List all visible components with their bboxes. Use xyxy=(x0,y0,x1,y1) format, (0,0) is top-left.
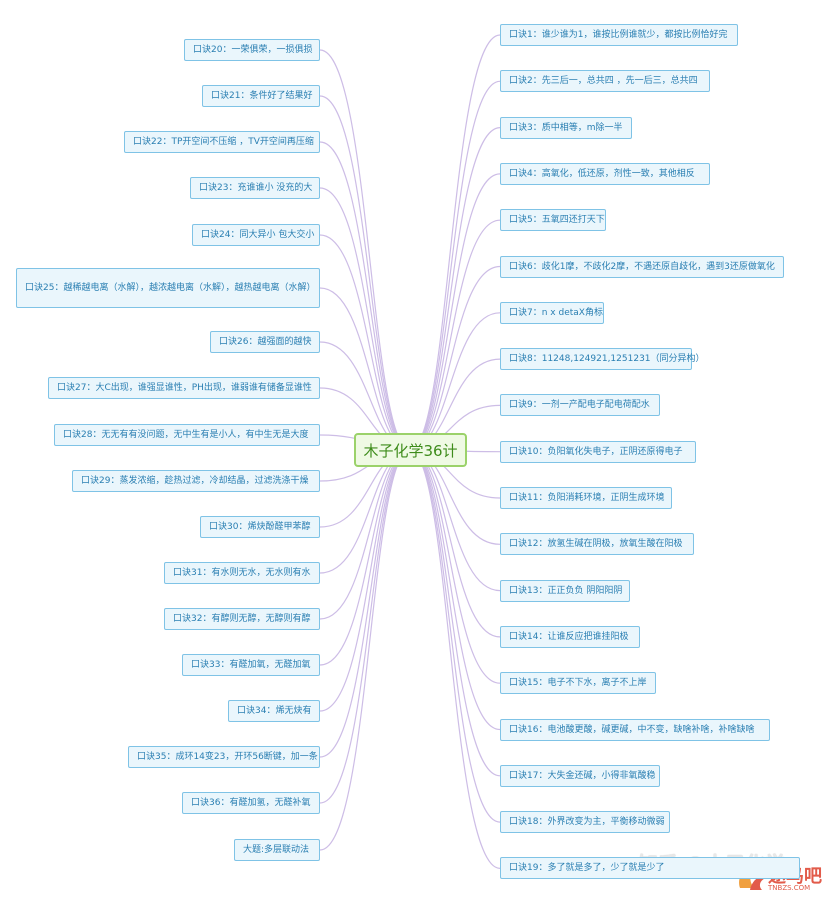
connector-line xyxy=(409,449,501,823)
connector-line xyxy=(319,287,411,451)
left-branch-node[interactable]: 口诀26：越强面的越快 xyxy=(210,331,320,353)
right-branch-node[interactable]: 口诀10：负阳氧化失电子，正阴还原得电子 xyxy=(500,440,696,463)
right-branch-node[interactable]: 口诀4：高氧化，低还原，剂性一致，其他相反 xyxy=(500,162,710,185)
connector-line xyxy=(319,449,411,620)
connector-line xyxy=(319,49,411,451)
right-branch-node[interactable]: 口诀14：让谁反应把谁挂阳极 xyxy=(500,625,640,648)
connector-line xyxy=(409,173,501,451)
connector-line xyxy=(409,219,501,451)
left-branch-node[interactable]: 口诀27：大C出现，谁强显谁性，PH出现，谁弱谁有储备显谁性 xyxy=(48,377,320,399)
connector-line xyxy=(409,449,501,869)
right-branch-node[interactable]: 口诀16：电池酸更酸，碱更碱，中不变，缺啥补啥，补啥缺啥 xyxy=(500,718,770,741)
connector-line xyxy=(319,187,411,451)
connector-line xyxy=(319,449,411,804)
site-url-watermark: TNBZS.COM xyxy=(768,884,811,892)
right-branch-node[interactable]: 口诀7：n x detaX角标 xyxy=(500,301,604,324)
right-branch-node[interactable]: 口诀17：大失金还碱，小得非氧酸稳 xyxy=(500,764,660,787)
connector-line xyxy=(409,265,501,451)
right-branch-node[interactable]: 口诀15：电子不下水，离子不上岸 xyxy=(500,672,656,695)
right-branch-node[interactable]: 口诀3：质中相等，m除一半 xyxy=(500,116,632,139)
right-branch-node[interactable]: 口诀6：歧化1摩，不歧化2摩，不遇还原自歧化，遇到3还原做氧化 xyxy=(500,255,784,278)
connector-line xyxy=(409,449,501,684)
central-topic[interactable]: 木子化学36计 xyxy=(354,433,467,467)
right-branch-node[interactable]: 口诀8：11248,124921,1251231（同分异构） xyxy=(500,348,705,371)
left-branch-node[interactable]: 口诀24：同大异小 包大交小 xyxy=(192,224,320,246)
left-branch-node[interactable]: 口诀29：蒸发浓缩，趁热过滤，冷却结晶，过滤洗涤干燥 xyxy=(72,470,320,492)
right-branch-node[interactable]: 口诀12：放氢生碱在阴极，放氧生酸在阳极 xyxy=(500,533,694,556)
left-branch-node[interactable]: 大题:多层联动法 xyxy=(234,839,320,861)
connector-line xyxy=(319,95,411,451)
left-branch-node[interactable]: 口诀33：有醛加氧，无醛加氧 xyxy=(182,654,320,676)
left-branch-node[interactable]: 口诀28：无无有有没问题，无中生有是小人，有中生无是大度 xyxy=(54,424,320,446)
left-branch-node[interactable]: 口诀21：条件好了结果好 xyxy=(202,85,320,107)
connector-line xyxy=(409,34,501,451)
left-branch-node[interactable]: 口诀31：有水则无水，无水则有水 xyxy=(164,562,320,584)
right-branch-node[interactable]: 口诀5：五氧四还打天下 xyxy=(500,209,606,232)
left-branch-node[interactable]: 口诀20：一荣俱荣，一损俱损 xyxy=(184,39,320,61)
connector-line xyxy=(409,449,501,592)
connector-line xyxy=(319,449,411,851)
left-branch-node[interactable]: 口诀23：充谁谁小 没充的大 xyxy=(190,177,320,199)
right-branch-node[interactable]: 口诀13：正正负负 阴阳阳阴 xyxy=(500,579,630,602)
left-branch-node[interactable]: 口诀36：有醛加氢，无醛补氧 xyxy=(182,792,320,814)
left-branch-node[interactable]: 口诀35：成环14变23，开环56断键，加一条 xyxy=(128,746,320,768)
left-branch-node[interactable]: 口诀25：越稀越电离（水解），越浓越电离（水解），越热越电离（水解） xyxy=(16,268,320,308)
left-branch-node[interactable]: 口诀32：有醇则无醇，无醇则有醇 xyxy=(164,608,320,630)
right-branch-node[interactable]: 口诀9：一剂一产配电子配电荷配水 xyxy=(500,394,660,417)
right-branch-node[interactable]: 口诀11：负阳消耗环境，正阴生成环境 xyxy=(500,487,672,509)
connector-line xyxy=(319,449,411,666)
left-branch-node[interactable]: 口诀34：烯无炔有 xyxy=(228,700,320,722)
left-branch-node[interactable]: 口诀30：烯炔酚醛甲苯醇 xyxy=(200,516,320,538)
connector-line xyxy=(319,449,411,712)
connector-line xyxy=(409,312,501,451)
right-branch-node[interactable]: 口诀19：多了就是多了，少了就是少了 xyxy=(500,857,800,880)
connector-line xyxy=(319,234,411,451)
left-branch-node[interactable]: 口诀22：TP开空间不压缩 ，TV开空间再压缩 xyxy=(124,131,320,153)
connector-line xyxy=(409,80,501,451)
right-branch-node[interactable]: 口诀1：谁少谁为1，谁按比例谁就少，都按比例恰好完 xyxy=(500,24,738,46)
right-branch-node[interactable]: 口诀18：外界改变为主，平衡移动微弱 xyxy=(500,811,670,834)
right-branch-node[interactable]: 口诀2：先三后一，总共四 ，先一后三，总共四 xyxy=(500,70,710,93)
